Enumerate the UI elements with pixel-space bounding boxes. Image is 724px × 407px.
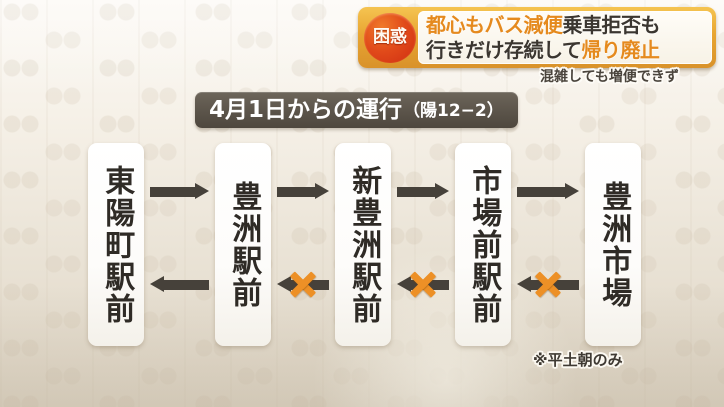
arrow-head-right-icon: [315, 183, 329, 199]
outbound-arrow: [517, 183, 579, 200]
arrow-shaft: [162, 280, 209, 290]
station-box: 新豊洲駅前: [335, 143, 391, 346]
x-mark-icon: [408, 270, 438, 300]
outbound-arrow: [397, 183, 449, 200]
outbound-arrow: [277, 183, 329, 200]
section-title-route-code: （陽12−2）: [403, 100, 504, 121]
arrow-head-left-icon: [277, 276, 291, 292]
banner-subcaption: 混雑しても増便できず: [540, 69, 679, 85]
headline-line-2-accent: 帰り廃止: [581, 37, 660, 62]
outbound-arrow: [150, 183, 209, 200]
arrow-head-right-icon: [195, 183, 209, 199]
arrow-head-left-icon: [517, 276, 531, 292]
section-title-bar: 4月1日からの運行 （陽12−2）: [195, 92, 518, 128]
station-label: 東陽町駅前: [99, 164, 135, 325]
station-box: 東陽町駅前: [88, 143, 144, 346]
arrow-head-right-icon: [565, 183, 579, 199]
headline-line-1-accent: 都心もバス減便: [426, 12, 563, 37]
status-badge: 困惑: [362, 11, 418, 64]
arrow-shaft: [517, 187, 567, 197]
section-title-main: 4月1日からの運行: [209, 96, 403, 123]
arrow-shaft: [150, 187, 197, 197]
station-label: 新豊洲駅前: [346, 164, 382, 325]
station-label: 豊洲駅前: [226, 180, 262, 309]
headline-line-1: 都心もバス減便乗車拒否も: [426, 13, 706, 38]
diagram-footnote: ※平土朝のみ: [533, 351, 623, 369]
arrow-head-right-icon: [435, 183, 449, 199]
station-box: 豊洲駅前: [215, 143, 271, 346]
arrow-head-left-icon: [150, 276, 164, 292]
badge-circle-icon: 困惑: [364, 12, 416, 63]
headline-line-1-rest: 乗車拒否も: [562, 12, 661, 37]
station-label: 市場前駅前: [466, 164, 502, 325]
x-mark-icon: [533, 270, 563, 300]
station-box: 豊洲市場: [585, 143, 641, 346]
arrow-shaft: [277, 187, 317, 197]
x-mark-icon: [288, 270, 318, 300]
arrow-head-left-icon: [397, 276, 411, 292]
headline-line-2: 行きだけ存続して帰り廃止: [426, 38, 706, 63]
badge-label: 困惑: [373, 27, 407, 47]
arrow-shaft: [397, 187, 437, 197]
headline-panel: 都心もバス減便乗車拒否も 行きだけ存続して帰り廃止: [418, 11, 712, 64]
station-label: 豊洲市場: [596, 180, 632, 309]
headline-banner: 困惑 都心もバス減便乗車拒否も 行きだけ存続して帰り廃止: [358, 7, 716, 68]
headline-line-2-rest: 行きだけ存続して: [426, 37, 582, 62]
return-arrow: [150, 276, 209, 293]
station-box: 市場前駅前: [455, 143, 511, 346]
